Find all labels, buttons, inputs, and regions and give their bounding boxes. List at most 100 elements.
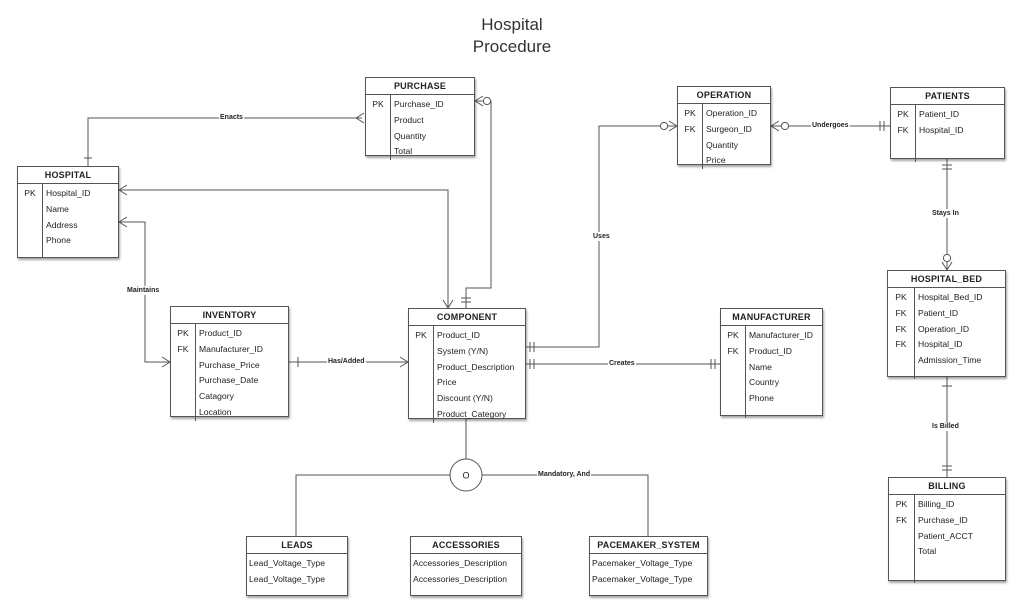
operation-row: Price [706, 155, 726, 166]
subtype-leads-connector [295, 474, 450, 536]
subtype-pacemaker-connector [482, 474, 649, 536]
rel-label-mandatory-and: Mandatory, And [537, 470, 592, 479]
creates-manufacturer-bars [710, 359, 716, 369]
hospital-many-crow [118, 184, 128, 196]
has-added-component-crow [399, 356, 409, 368]
purchase-many-crow [474, 95, 484, 107]
uses-operation-crow [668, 120, 678, 132]
component-row: Price [437, 377, 457, 388]
rel-label-enacts: Enacts [219, 113, 244, 122]
stays-in-bed-crow [941, 261, 953, 271]
rel-label-undergoes: Undergoes [811, 121, 850, 130]
entity-leads[interactable]: LEADS Lead_Voltage_Type Lead_Voltage_Typ… [246, 536, 348, 596]
pacemaker-system-row: Pacemaker_Voltage_Type [592, 573, 693, 584]
enacts-connector [87, 117, 362, 166]
entity-pacemaker-system-title: PACEMAKER_SYSTEM [590, 537, 707, 554]
entity-accessories[interactable]: ACCESSORIES Accessories_Description Acce… [410, 536, 522, 596]
uses-zero-circle [659, 121, 669, 131]
stays-in-zero-circle [942, 253, 952, 263]
entity-pacemaker-system-fields: Pacemaker_Voltage_Type Pacemaker_Voltage… [590, 554, 707, 588]
manufacturer-row: Phone [749, 393, 774, 404]
hospital-component-connector [119, 189, 449, 308]
component-row: Product_Category [437, 408, 507, 419]
manufacturer-row: Name [749, 361, 772, 372]
is-billed-billing-bars [942, 465, 952, 471]
billing-row: Patient_ACCT [918, 530, 973, 541]
entity-leads-title: LEADS [247, 537, 347, 554]
hospital-bed-row: Admission_Time [918, 355, 982, 366]
entity-manufacturer-title: MANUFACTURER [721, 309, 822, 326]
entity-inventory-title: INVENTORY [171, 307, 288, 324]
rel-label-stays-in: Stays In [931, 209, 960, 218]
entity-accessories-fields: Accessories_Description Accessories_Desc… [411, 554, 521, 588]
creates-component-bars [529, 359, 535, 369]
purchase-row: Product [394, 114, 424, 125]
hospital-row: Name [46, 203, 69, 214]
component-one-bar [461, 297, 471, 303]
component-row: Product_Description [437, 361, 515, 372]
purchase-zero-circle [482, 96, 492, 106]
manufacturer-row: Country [749, 377, 780, 388]
undergoes-zero-circle [780, 121, 790, 131]
entity-leads-fields: Lead_Voltage_Type Lead_Voltage_Type [247, 554, 347, 588]
rel-label-creates: Creates [608, 359, 636, 368]
diagram-title-line2: Procedure [472, 37, 552, 56]
operation-row: Quantity [706, 139, 739, 150]
undergoes-operation-crow [770, 120, 780, 132]
entity-pacemaker-system[interactable]: PACEMAKER_SYSTEM Pacemaker_Voltage_Type … [589, 536, 708, 596]
entity-billing-title: BILLING [889, 478, 1005, 495]
maintains-hospital-crow [118, 216, 128, 228]
leads-row: Lead_Voltage_Type [249, 573, 325, 584]
inventory-row: Purchase_Price [199, 359, 260, 370]
undergoes-patients-bars [879, 121, 885, 131]
diagram-title-line1: Hospital [481, 15, 543, 34]
component-row: Discount (Y/N) [437, 393, 493, 404]
pacemaker-system-row: Pacemaker_Voltage_Type [592, 558, 693, 568]
entity-accessories-title: ACCESSORIES [411, 537, 521, 554]
accessories-row: Accessories_Description [413, 558, 508, 568]
inventory-row: Location [199, 406, 232, 417]
purchase-row: Total [394, 146, 413, 157]
hospital-row: Phone [46, 235, 71, 246]
subtype-symbol: O [462, 471, 469, 481]
hospital-row: Address [46, 219, 78, 230]
entity-hospital-bed-title: HOSPITAL_BED [888, 271, 1005, 288]
billing-row: Total [918, 546, 937, 557]
entity-patients-title: PATIENTS [891, 88, 1004, 105]
maintains-inventory-crow [161, 356, 171, 368]
rel-label-is-billed: Is Billed [931, 422, 960, 431]
purchase-row: Quantity [394, 130, 427, 141]
rel-label-uses: Uses [592, 232, 611, 241]
